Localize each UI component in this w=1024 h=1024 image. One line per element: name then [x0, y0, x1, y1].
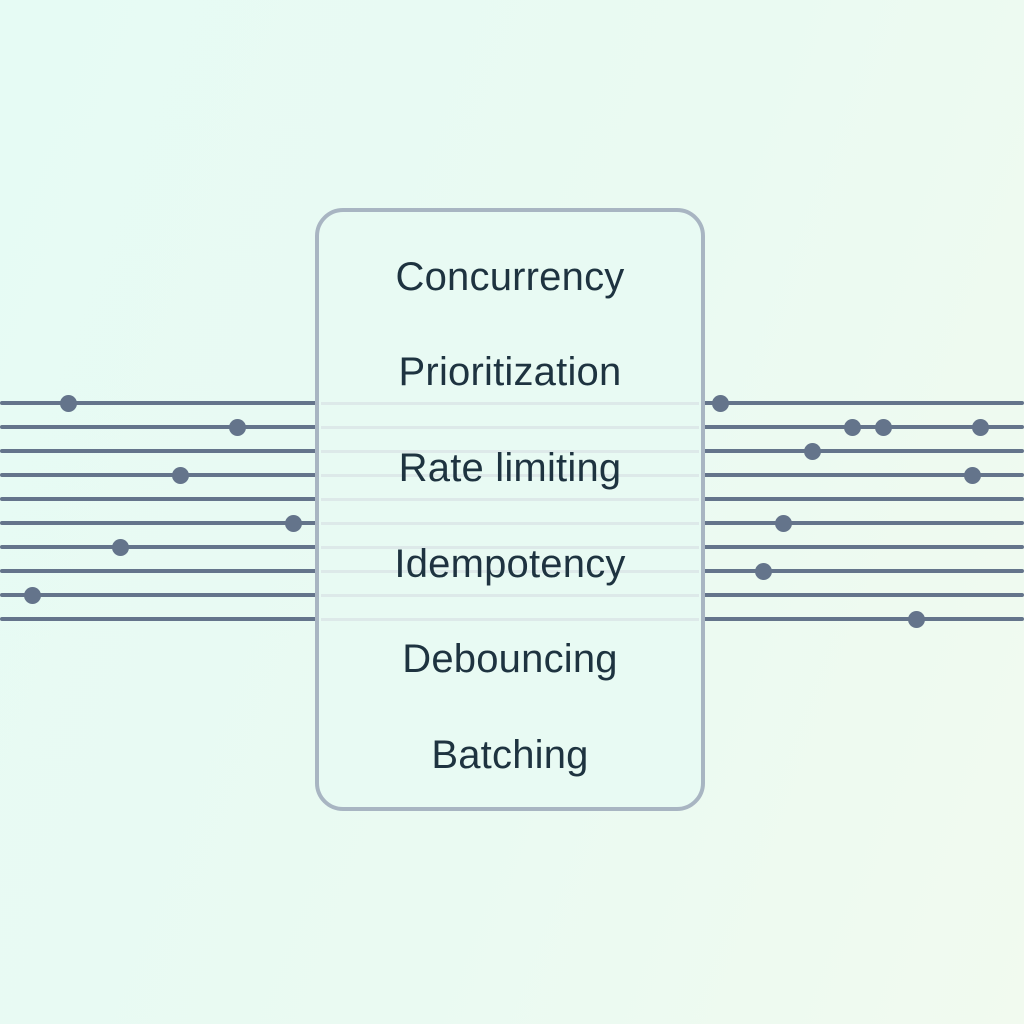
trace-line-right: [703, 569, 1024, 573]
trace-dot: [711, 394, 729, 412]
card-grid-line: [321, 474, 699, 477]
trace-line-right: [703, 497, 1024, 501]
trace-line-right: [703, 401, 1024, 405]
trace-dot: [803, 442, 821, 460]
card-grid-line: [321, 522, 699, 525]
card-grid-line: [321, 450, 699, 453]
card-label-batching: Batching: [431, 733, 589, 777]
card-grid-line: [321, 546, 699, 549]
trace-dot: [59, 394, 77, 412]
trace-line-left: [0, 545, 317, 549]
trace-line-left: [0, 617, 317, 621]
trace-dot: [774, 514, 792, 532]
trace-line-right: [703, 473, 1024, 477]
card-grid-line: [321, 594, 699, 597]
trace-line-left: [0, 521, 317, 525]
trace-line-left: [0, 593, 317, 597]
trace-dot: [843, 418, 861, 436]
trace-dot: [111, 538, 129, 556]
trace-dot: [971, 418, 989, 436]
trace-dot: [754, 562, 772, 580]
trace-line-left: [0, 401, 317, 405]
trace-line-right: [703, 425, 1024, 429]
card-grid-line: [321, 570, 699, 573]
card-label-concurrency: Concurrency: [395, 255, 625, 299]
trace-dot: [284, 514, 302, 532]
trace-line-left: [0, 497, 317, 501]
trace-dot: [23, 586, 41, 604]
trace-line-left: [0, 473, 317, 477]
trace-line-right: [703, 545, 1024, 549]
trace-line-left: [0, 569, 317, 573]
trace-line-right: [703, 521, 1024, 525]
card-grid-line: [321, 498, 699, 501]
trace-dot: [874, 418, 892, 436]
trace-line-left: [0, 449, 317, 453]
concepts-card: [315, 208, 705, 811]
card-grid-line: [321, 402, 699, 405]
card-label-prioritization: Prioritization: [398, 350, 622, 394]
card-grid-line: [321, 426, 699, 429]
card-label-idempotency: Idempotency: [394, 542, 626, 586]
card-label-rate-limiting: Rate limiting: [398, 446, 622, 490]
card-label-debouncing: Debouncing: [402, 637, 618, 681]
trace-line-right: [703, 593, 1024, 597]
trace-dot: [171, 466, 189, 484]
trace-line-right: [703, 617, 1024, 621]
trace-line-left: [0, 425, 317, 429]
card-grid-line: [321, 618, 699, 621]
trace-dot: [907, 610, 925, 628]
trace-dot: [228, 418, 246, 436]
trace-line-right: [703, 449, 1024, 453]
trace-dot: [963, 466, 981, 484]
